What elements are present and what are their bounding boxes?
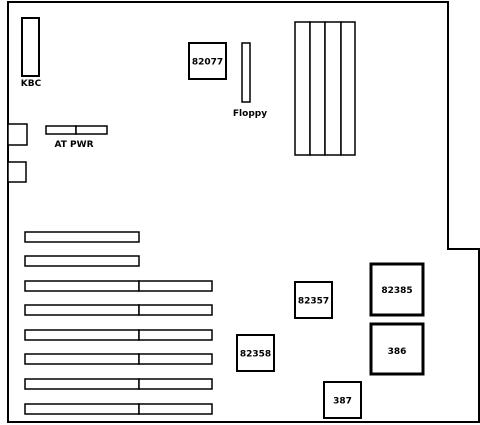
- isa-slot-16bit-3-ext: [138, 329, 213, 341]
- isa-slot-8bit-1: [24, 231, 140, 243]
- isa-slot-16bit-5-main: [24, 378, 140, 390]
- isa-slot-16bit-3-main: [24, 329, 140, 341]
- kbc-label: KBC: [21, 79, 42, 89]
- memory-slot-1: [294, 21, 311, 156]
- chip-82358: [236, 334, 275, 372]
- chip-82357: [294, 281, 333, 319]
- at-pwr-label: AT PWR: [55, 140, 94, 150]
- chip-82357-label: 82357: [298, 297, 329, 307]
- isa-slot-16bit-2-main: [24, 304, 140, 316]
- board-outline: [7, 1, 480, 423]
- isa-slot-16bit-1-ext: [138, 280, 213, 292]
- isa-slot-16bit-6-main: [24, 403, 140, 415]
- isa-slot-16bit-4-main: [24, 353, 140, 365]
- chip-82358-label: 82358: [240, 350, 271, 360]
- memory-slot-2: [309, 21, 326, 156]
- chip-386-label: 386: [388, 347, 407, 357]
- isa-slot-16bit-5-ext: [138, 378, 213, 390]
- isa-slot-8bit-2: [24, 255, 140, 267]
- at-power-connector-left: [45, 125, 77, 135]
- memory-slots: [294, 21, 356, 156]
- isa-slot-16bit-1-main: [24, 280, 140, 292]
- memory-slot-3: [324, 21, 342, 156]
- expansion-slots: [24, 231, 213, 415]
- chip-82385-label: 82385: [381, 286, 412, 296]
- floppy-label: Floppy: [233, 109, 267, 119]
- memory-slot-4: [340, 21, 356, 156]
- chip-82077-label: 82077: [192, 58, 223, 68]
- kbc-chip: [21, 17, 40, 77]
- left-edge-connector-lower: [7, 161, 27, 183]
- isa-slot-16bit-4-ext: [138, 353, 213, 365]
- floppy-connector: [241, 42, 251, 103]
- isa-slot-16bit-6-ext: [138, 403, 213, 415]
- isa-slot-16bit-2-ext: [138, 304, 213, 316]
- chip-82385: [369, 262, 425, 317]
- chip-387-fpu: [323, 381, 362, 419]
- left-edge-connector-upper: [7, 123, 28, 146]
- chip-387-label: 387: [333, 397, 352, 407]
- at-power-connector-right: [75, 125, 108, 135]
- chip-82077: [188, 42, 227, 80]
- chip-386-cpu: [369, 322, 425, 376]
